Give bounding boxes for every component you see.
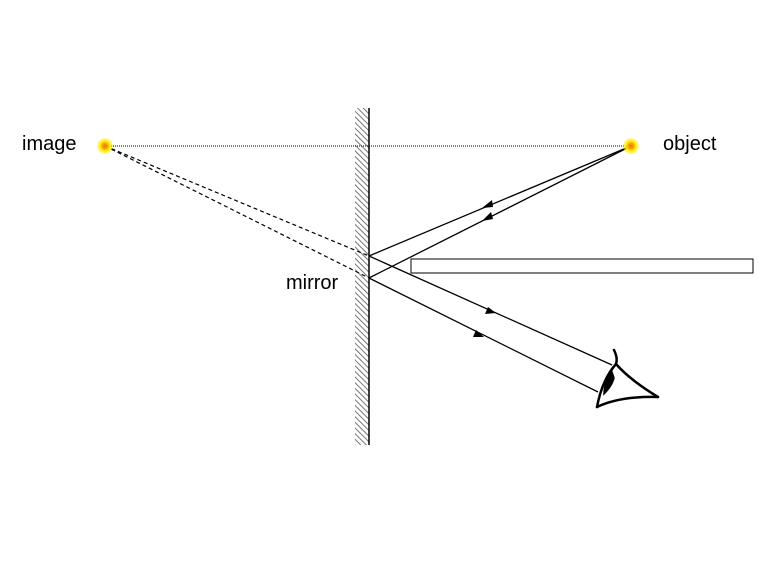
- image-point: [97, 138, 113, 154]
- eye-icon: [595, 348, 660, 409]
- image-label: image: [22, 133, 77, 155]
- mirror: [355, 108, 370, 445]
- arrow-incident-2: [482, 212, 493, 221]
- arrow-reflected-1: [485, 307, 496, 314]
- mirror-label: mirror: [286, 272, 339, 294]
- arrow-reflected-2: [473, 330, 484, 337]
- virtual-ray-2: [104, 145, 370, 279]
- empty-box: [410, 258, 754, 274]
- object-label: object: [663, 133, 717, 155]
- object-point: [623, 138, 639, 154]
- reflected-ray-2: [368, 277, 599, 393]
- incident-ray-1: [368, 145, 632, 257]
- incident-ray-2: [368, 145, 632, 279]
- arrow-incident-1: [482, 200, 493, 208]
- virtual-ray-1: [104, 145, 370, 257]
